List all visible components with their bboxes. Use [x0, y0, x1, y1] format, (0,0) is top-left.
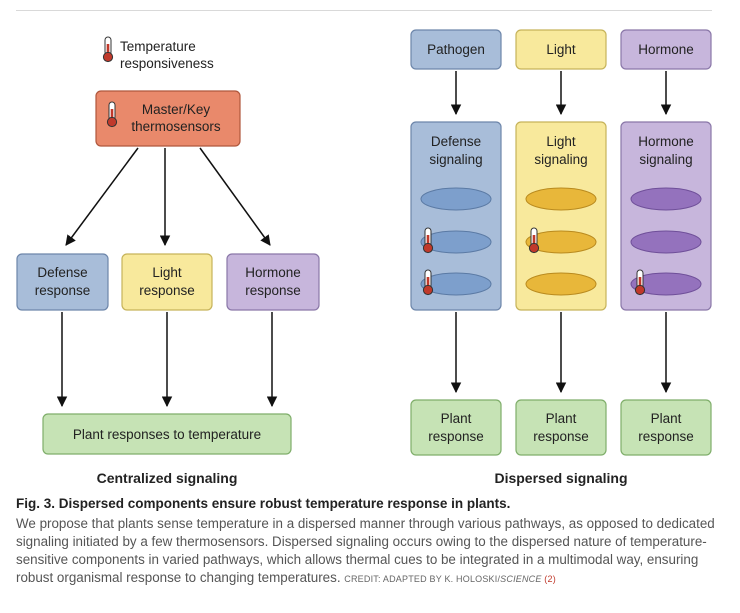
credit-prefix: CREDIT: ADAPTED BY K. HOLOSKI/	[344, 574, 501, 584]
hormone-input-label: Hormone	[638, 42, 694, 57]
centralized-heading-wrap: Centralized signaling	[42, 470, 292, 486]
thermometer-icon	[634, 269, 646, 296]
defense-response-line2: response	[35, 283, 91, 298]
light-response-line1: Light	[152, 265, 182, 280]
hormone-input-box	[620, 29, 712, 70]
thermometer-icon	[102, 36, 114, 63]
plant-response-1-line2: response	[428, 429, 484, 444]
defense-signaling-line1: Defense	[431, 134, 481, 149]
thermometer-icon	[422, 227, 434, 254]
hormone-signaling-column	[620, 121, 712, 311]
pathogen-input-label: Pathogen	[427, 42, 485, 57]
light-component-2	[525, 230, 597, 254]
plant-response-box-2	[515, 399, 607, 456]
light-component-3	[525, 272, 597, 296]
credit-reference-link[interactable]: (2)	[544, 574, 556, 584]
hormone-signaling-line1: Hormone	[638, 134, 694, 149]
light-signaling-column	[515, 121, 607, 311]
defense-component-3	[420, 272, 492, 296]
credit-source: SCIENCE	[500, 574, 542, 584]
plant-responses-box	[42, 413, 292, 455]
master-label-line1: Master/Key	[142, 102, 211, 117]
defense-signaling-line2: signaling	[429, 152, 482, 167]
light-input-label: Light	[546, 42, 576, 57]
light-response-line2: response	[139, 283, 195, 298]
plant-response-2-line1: Plant	[546, 411, 577, 426]
centralized-panel: Temperature responsiveness Master/Key th…	[16, 36, 320, 455]
master-label-line2: thermosensors	[131, 119, 221, 134]
hormone-response-line2: response	[245, 283, 301, 298]
defense-component-1	[420, 187, 492, 211]
hormone-response-box	[226, 253, 320, 311]
dispersed-heading-text: Dispersed signaling	[494, 470, 628, 486]
arrow-master-to-defense	[65, 147, 139, 246]
defense-response-box	[16, 253, 109, 311]
light-response-box	[121, 253, 213, 311]
light-signaling-line2: signaling	[534, 152, 587, 167]
hormone-signaling-line2: signaling	[639, 152, 692, 167]
pathogen-input-box	[410, 29, 502, 70]
centralized-heading-text: Centralized signaling	[96, 470, 238, 486]
light-signaling-line1: Light	[546, 134, 576, 149]
legend-label-line1: Temperature	[120, 39, 196, 54]
defense-component-2	[420, 230, 492, 254]
plant-response-3-line1: Plant	[651, 411, 682, 426]
dispersed-panel: Pathogen Light Hormone Defense signaling…	[410, 29, 712, 456]
plant-response-1-line1: Plant	[441, 411, 472, 426]
figure-caption-body: We propose that plants sense temperature…	[16, 515, 722, 588]
plant-response-box-3	[620, 399, 712, 456]
credit-line: CREDIT: ADAPTED BY K. HOLOSKI/SCIENCE (2…	[344, 574, 556, 584]
hormone-component-3	[630, 272, 702, 296]
caption-text: We propose that plants sense temperature…	[16, 516, 715, 585]
hormone-component-2	[630, 230, 702, 254]
plant-response-box-1	[410, 399, 502, 456]
hormone-component-1	[630, 187, 702, 211]
thermometer-icon	[422, 269, 434, 296]
hormone-response-line1: Hormone	[245, 265, 301, 280]
light-component-1	[525, 187, 597, 211]
plant-response-2-line2: response	[533, 429, 589, 444]
defense-signaling-column	[410, 121, 502, 311]
plant-response-3-line2: response	[638, 429, 694, 444]
figure-caption-title: Fig. 3. Dispersed components ensure robu…	[16, 496, 511, 511]
dispersed-heading-wrap: Dispersed signaling	[436, 470, 686, 486]
plant-responses-label: Plant responses to temperature	[73, 427, 261, 442]
thermometer-icon	[528, 227, 540, 254]
legend-label-line2: responsiveness	[120, 56, 214, 71]
defense-response-line1: Defense	[37, 265, 87, 280]
arrow-master-to-hormone	[199, 147, 271, 246]
top-divider	[16, 10, 712, 11]
master-thermosensors-box	[95, 90, 241, 147]
signaling-diagram: Temperature responsiveness Master/Key th…	[16, 29, 712, 456]
thermometer-icon	[106, 101, 118, 128]
light-input-box	[515, 29, 607, 70]
